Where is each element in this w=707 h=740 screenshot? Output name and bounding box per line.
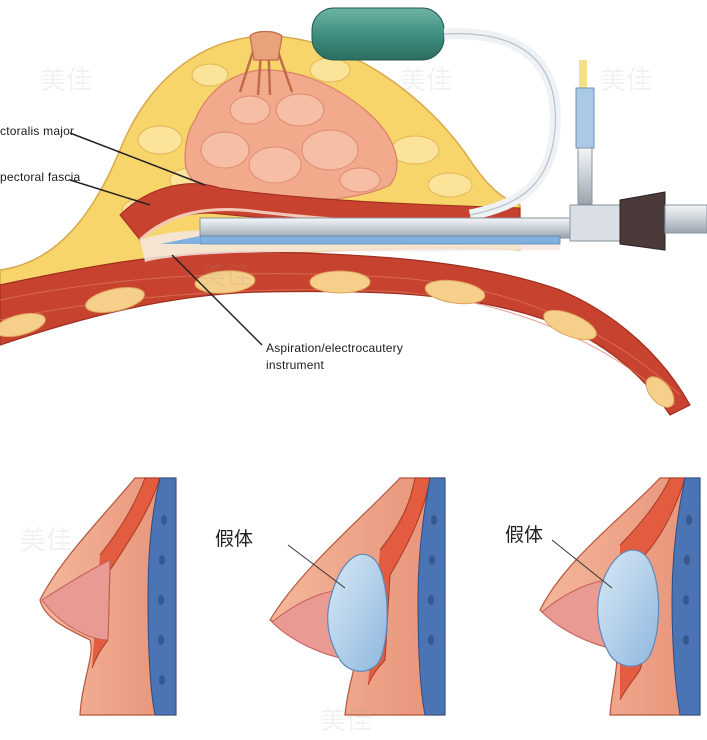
side-view-implant-middle bbox=[269, 477, 446, 716]
implant-middle bbox=[327, 553, 388, 672]
side-view-implant-right bbox=[539, 477, 701, 716]
implant-right bbox=[597, 549, 660, 667]
suction-canister bbox=[311, 7, 445, 61]
endoscope-rod bbox=[199, 217, 581, 239]
top-cross-section bbox=[0, 7, 707, 416]
label-pectoralis-major: ctoralis major bbox=[0, 124, 75, 138]
endoscope-eyepiece bbox=[619, 191, 666, 251]
label-instrument-line1: Aspiration/electrocautery bbox=[266, 341, 404, 355]
side-view-before bbox=[39, 477, 177, 716]
implant-label-middle: 假体 bbox=[215, 528, 254, 550]
implant-label-right: 假体 bbox=[505, 524, 544, 546]
label-instrument-line2: instrument bbox=[266, 358, 325, 372]
label-subpectoral-fascia: pectoral fascia bbox=[0, 170, 81, 184]
